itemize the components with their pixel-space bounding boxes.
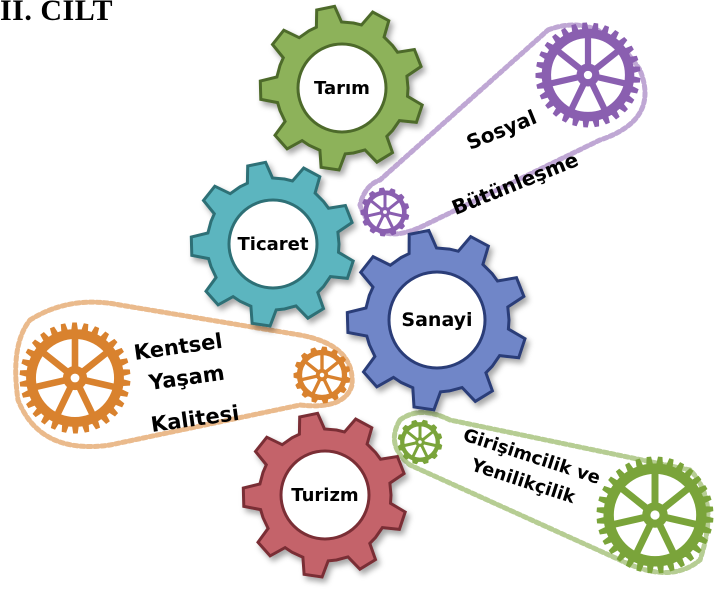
kentsel-chain: [13, 299, 355, 449]
gear-tarim: Tarım: [258, 4, 425, 172]
gear-sanayi-label: Sanayi: [401, 309, 472, 331]
kentsel-small-wheel: [293, 346, 351, 404]
gear-turizm-hub: [279, 449, 371, 541]
gear-sanayi: Sanayi: [345, 228, 527, 412]
belt-label-kentsel: Kentsel Yaşam Kalitesi: [132, 329, 240, 437]
page-title: II. CİLT: [0, 0, 113, 27]
sosyal-large-wheel: [535, 22, 641, 128]
gear-ticaret: Ticaret: [189, 160, 356, 328]
girisim-chain: [391, 410, 711, 575]
belt-label-sosyal-line-2: Bütünleşme: [448, 147, 581, 220]
belt-label-kentsel-line-1: Kentsel: [132, 329, 224, 365]
gear-turizm-label: Turizm: [291, 485, 358, 506]
kentsel-large-wheel: [19, 322, 131, 434]
girisim-small-wheel: [397, 419, 443, 465]
belt-label-sosyal-line-1: Sosyal: [463, 105, 540, 155]
belt-label-kentsel-line-2: Yaşam: [146, 361, 226, 395]
sosyal-small-wheel: [360, 187, 410, 237]
gear-turizm: Turizm: [241, 411, 408, 579]
gear-tarim-label: Tarım: [314, 78, 370, 99]
gear-ticaret-hub: [227, 198, 319, 290]
gear-sanayi-hub: [387, 270, 487, 370]
girisim-large-wheel: [596, 456, 714, 574]
gear-tarim-hub: [296, 42, 388, 134]
gear-ticaret-label: Ticaret: [238, 234, 309, 255]
belt-label-kentsel-line-3: Kalitesi: [149, 401, 240, 437]
